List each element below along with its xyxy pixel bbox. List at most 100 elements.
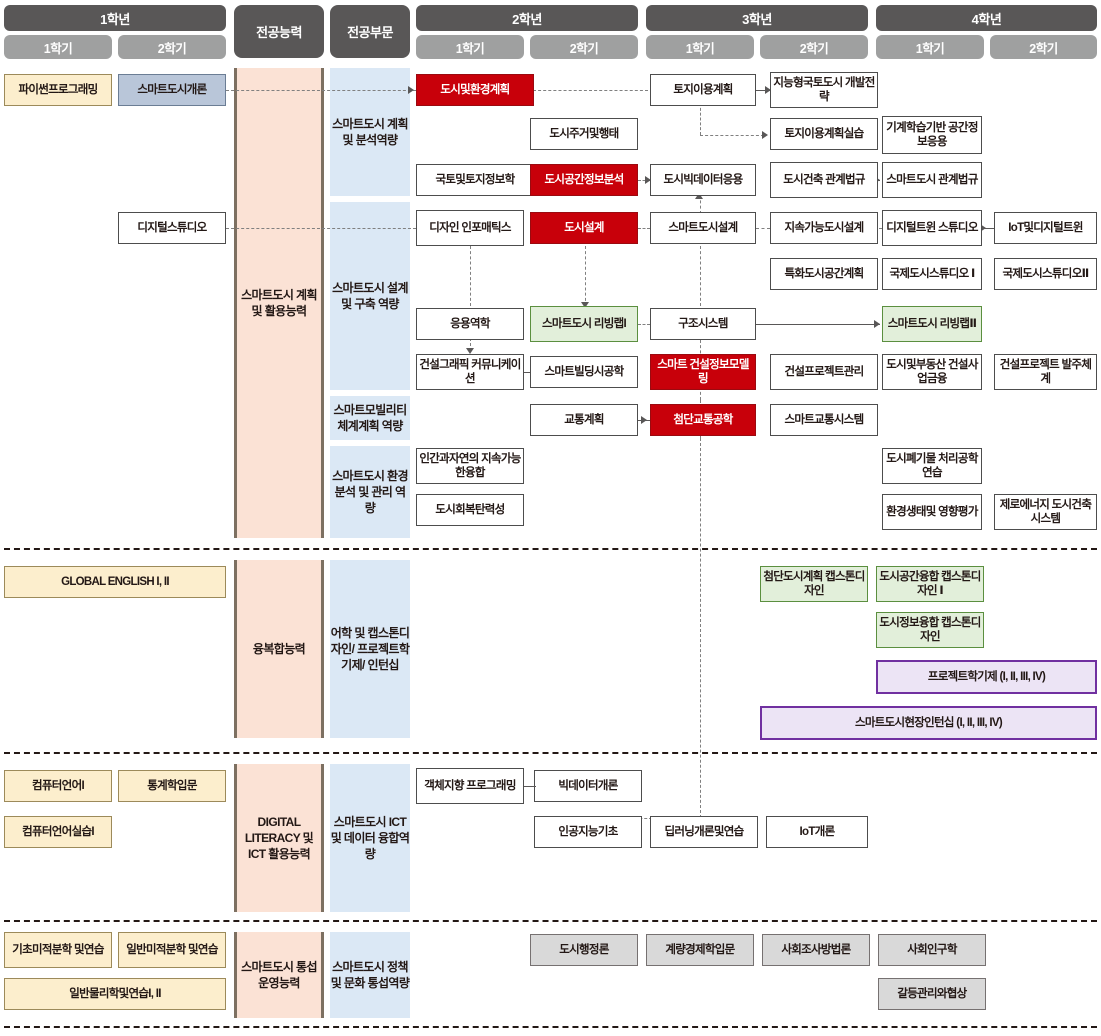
course-box[interactable]: 국제도시스튜디오Ⅱ bbox=[994, 258, 1097, 290]
course-box[interactable]: 파이썬프로그래밍 bbox=[4, 74, 112, 106]
course-box[interactable]: 갈등관리와협상 bbox=[878, 978, 986, 1010]
course-box[interactable]: 국제도시스튜디오 Ⅰ bbox=[882, 258, 982, 290]
course-box[interactable]: 제로에너지 도시건축시스템 bbox=[994, 494, 1097, 530]
course-box[interactable]: IoT개론 bbox=[766, 816, 868, 848]
course-box[interactable]: 계량경제학입문 bbox=[646, 934, 754, 966]
course-box[interactable]: 디자인 인포매틱스 bbox=[416, 210, 524, 246]
course-box[interactable]: 스마트 건설정보모델링 bbox=[650, 354, 756, 390]
course-box[interactable]: 도시빅데이터응용 bbox=[650, 164, 756, 196]
course-box[interactable]: 통계학입문 bbox=[118, 770, 226, 802]
course-box[interactable]: 사회조사방법론 bbox=[762, 934, 870, 966]
sector-ict-data: 스마트도시 ICT및 데이터 융합역량 bbox=[330, 764, 410, 912]
course-box[interactable]: 컴퓨터언어I bbox=[4, 770, 112, 802]
course-box[interactable]: 인간과자연의 지속가능한융합 bbox=[416, 448, 524, 484]
course-box[interactable]: 국토및토지정보학 bbox=[416, 164, 534, 196]
arrow-to-livinglab1 bbox=[581, 302, 589, 308]
course-box[interactable]: 도시공간정보분석 bbox=[530, 164, 638, 196]
course-box[interactable]: 스마트도시설계 bbox=[650, 212, 756, 244]
arrow-to-strategy bbox=[765, 86, 771, 94]
arrow-to-livinglab2 bbox=[874, 320, 880, 328]
course-box[interactable]: 스마트빌딩시공학 bbox=[530, 356, 638, 388]
connector-oop-to-bigdata bbox=[524, 786, 536, 787]
course-box[interactable]: 스마트도시 리빙랩I bbox=[530, 306, 638, 342]
course-box[interactable]: 도시및부동산 건설사업금융 bbox=[882, 354, 982, 390]
sector-language-capstone: 어학 및 캡스톤디자인/ 프로젝트학기제/ 인턴십 bbox=[330, 560, 410, 738]
arrow-to-graphic bbox=[466, 348, 474, 354]
header-sem-3-1: 1학기 bbox=[646, 35, 754, 59]
connector-gis-to-bigdata bbox=[638, 180, 650, 181]
band-separator-4 bbox=[4, 1026, 1097, 1028]
ability-band-policy: 스마트도시 통섭운영능력 bbox=[234, 932, 324, 1018]
course-box[interactable]: 토지이용계획 bbox=[650, 74, 756, 106]
sector-policy-culture: 스마트도시 정책 및 문화 통섭역량 bbox=[330, 932, 410, 1018]
header-sem-1-2: 2학기 bbox=[118, 35, 226, 59]
band-separator-1 bbox=[4, 548, 1097, 550]
course-box[interactable]: GLOBAL ENGLISH I, II bbox=[4, 566, 226, 598]
header-sem-4-1: 1학기 bbox=[876, 35, 984, 59]
course-box[interactable]: 도시공간융합 캡스톤디자인 Ⅰ bbox=[876, 566, 984, 602]
connector-urbandesign-to-smartdesign bbox=[638, 228, 650, 229]
course-box[interactable]: 건설프로젝트 발주체계 bbox=[994, 354, 1097, 390]
course-box[interactable]: 객체지향 프로그래밍 bbox=[416, 768, 524, 804]
ability-band-convergence: 융복합능력 bbox=[234, 560, 324, 738]
connector-digitalstudio-to-design bbox=[226, 228, 416, 229]
band-separator-3 bbox=[4, 920, 1097, 922]
course-box[interactable]: 스마트교통시스템 bbox=[770, 404, 878, 436]
header-sector-column: 전공부문 bbox=[330, 5, 410, 58]
connector-landuse-to-strategy bbox=[756, 90, 770, 91]
course-box[interactable]: 도시회복탄력성 bbox=[416, 494, 524, 526]
course-box[interactable]: 지능형국토도시 개발전략 bbox=[770, 72, 878, 108]
course-box[interactable]: 지속가능도시설계 bbox=[770, 212, 878, 244]
course-box[interactable]: IoT및디지털트윈 bbox=[994, 212, 1097, 244]
arrow-to-urbanenv bbox=[408, 86, 414, 94]
course-box[interactable]: 도시폐기물 처리공학연습 bbox=[882, 448, 982, 484]
course-box[interactable]: 응용역학 bbox=[416, 308, 524, 340]
course-box[interactable]: 도시및환경계획 bbox=[416, 74, 534, 106]
ability-band-smartcity: 스마트도시 계획 및 활용능력 bbox=[234, 68, 324, 538]
header-year-2: 2학년 bbox=[416, 5, 638, 31]
course-box[interactable]: 디지털트윈 스튜디오 bbox=[882, 210, 982, 246]
course-box[interactable]: 교통계획 bbox=[530, 404, 638, 436]
course-box[interactable]: 스마트도시현장인턴십 (I, II, III, IV) bbox=[760, 706, 1097, 740]
course-box[interactable]: 기초미적분학 및연습 bbox=[4, 932, 112, 968]
course-box[interactable]: 사회인구학 bbox=[878, 934, 986, 966]
course-box[interactable]: 기계학습기반 공간정보응용 bbox=[882, 116, 982, 154]
course-box[interactable]: 건설프로젝트관리 bbox=[770, 354, 878, 390]
sector-smartcity-design: 스마트도시 설계 및 구축 역량 bbox=[330, 202, 410, 390]
course-box[interactable]: 건설그래픽 커뮤니케이션 bbox=[416, 354, 524, 390]
course-box[interactable]: 컴퓨터언어실습I bbox=[4, 816, 112, 848]
course-box[interactable]: 인공지능기초 bbox=[534, 816, 642, 848]
connector-landuse-to-practice bbox=[700, 135, 764, 136]
connector-twinstudio-to-iot bbox=[982, 228, 994, 229]
course-box[interactable]: 스마트도시 리빙랩Ⅱ bbox=[882, 306, 982, 342]
course-box[interactable]: 환경생태및 영향평가 bbox=[882, 494, 982, 530]
course-box[interactable]: 도시설계 bbox=[530, 212, 638, 244]
course-box[interactable]: 스마트도시개론 bbox=[118, 74, 226, 106]
arrow-to-landuse-practice bbox=[762, 131, 768, 139]
header-sem-2-1: 1학기 bbox=[416, 35, 524, 59]
course-box[interactable]: 토지이용계획실습 bbox=[770, 118, 878, 150]
course-box[interactable]: 프로젝트학기제 (I, II, III, IV) bbox=[876, 660, 1097, 694]
connector-smartdesign-down bbox=[700, 246, 701, 306]
arrow-to-bigdata bbox=[645, 176, 651, 184]
arrow-to-iot-twin bbox=[980, 224, 986, 232]
header-sem-2-2: 2학기 bbox=[530, 35, 638, 59]
course-box[interactable]: 특화도시공간계획 bbox=[770, 258, 878, 290]
course-box[interactable]: 도시건축 관계법규 bbox=[770, 162, 878, 198]
sector-smartcity-planning: 스마트도시 계획 및 분석역량 bbox=[330, 68, 410, 196]
course-box[interactable]: 일반미적분학 및연습 bbox=[118, 932, 226, 968]
course-box[interactable]: 도시행정론 bbox=[530, 934, 638, 966]
course-box[interactable]: 딥러닝개론및연습 bbox=[650, 816, 758, 848]
course-box[interactable]: 빅데이터개론 bbox=[534, 770, 642, 802]
course-box[interactable]: 구조시스템 bbox=[650, 308, 756, 340]
course-box[interactable]: 일반물리학및연습I, II bbox=[4, 978, 226, 1010]
band-separator-2 bbox=[4, 752, 1097, 754]
sector-smartcity-environment: 스마트도시 환경 분석 및 관리 역량 bbox=[330, 446, 410, 538]
course-box[interactable]: 첨단도시계획 캡스톤디자인 bbox=[760, 566, 868, 602]
course-box[interactable]: 디지털스튜디오 bbox=[118, 212, 226, 244]
course-box[interactable]: 도시정보융합 캡스톤디자인 bbox=[876, 612, 984, 648]
course-box[interactable]: 도시주거및행태 bbox=[530, 118, 638, 150]
course-box[interactable]: 스마트도시 관계법규 bbox=[882, 162, 982, 198]
course-box[interactable]: 첨단교통공학 bbox=[650, 404, 756, 436]
